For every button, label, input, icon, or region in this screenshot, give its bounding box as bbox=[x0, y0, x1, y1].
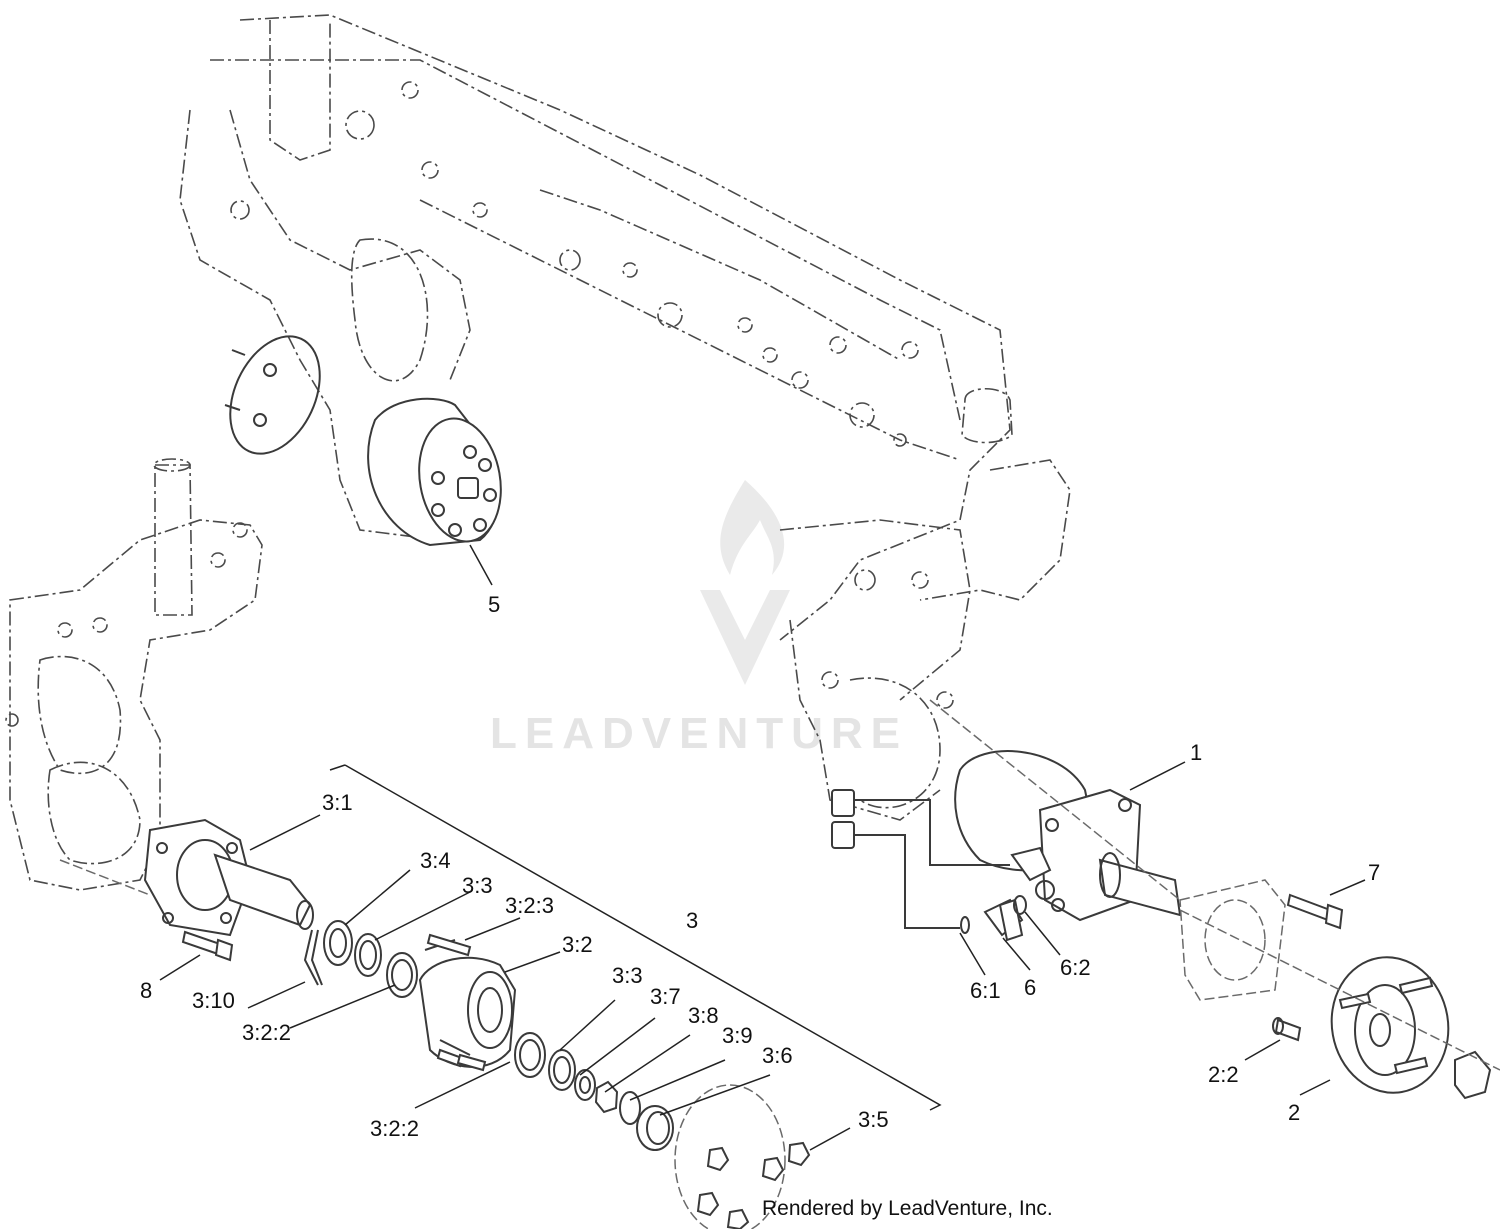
stud-2-2 bbox=[1272, 1017, 1302, 1042]
callout-6-1: 6:1 bbox=[970, 978, 1001, 1003]
left-hub-phantom bbox=[224, 335, 321, 455]
callout-3: 3 bbox=[686, 908, 698, 933]
bearing-race-3-2-2-outer bbox=[514, 1032, 546, 1078]
callout-3-3-lower: 3:3 bbox=[612, 963, 643, 988]
axle-frame bbox=[179, 14, 1071, 821]
nut-3-8 bbox=[594, 1080, 619, 1114]
wheel-stud-3-2-3 bbox=[426, 933, 487, 1072]
callout-6-2: 6:2 bbox=[1060, 955, 1091, 980]
callout-3-3-upper: 3:3 bbox=[462, 873, 493, 898]
callout-3-2-2-lower: 3:2:2 bbox=[370, 1116, 419, 1141]
bearing-race-3-2-2-inner bbox=[386, 952, 418, 998]
callout-3-2-2-upper: 3:2:2 bbox=[242, 1020, 291, 1045]
lug-nuts-3-5 bbox=[674, 1084, 811, 1229]
callout-3-9: 3:9 bbox=[722, 1023, 753, 1048]
seal-3-4 bbox=[323, 920, 353, 966]
spindle-3-1 bbox=[143, 818, 314, 937]
callout-3-1: 3:1 bbox=[322, 790, 353, 815]
bearing-3-3-inner bbox=[354, 933, 382, 977]
watermark-logo bbox=[700, 480, 790, 685]
bearing-3-3-outer bbox=[548, 1049, 576, 1091]
hub-2 bbox=[1330, 956, 1450, 1094]
watermark-text: LEADVENTURE bbox=[490, 709, 908, 758]
callout-3-7: 3:7 bbox=[650, 984, 681, 1009]
callout-3-4: 3:4 bbox=[420, 848, 451, 873]
callout-3-2: 3:2 bbox=[562, 932, 593, 957]
bolt-7 bbox=[1286, 893, 1344, 930]
left-steering-knuckle bbox=[5, 458, 263, 891]
callout-1: 1 bbox=[1190, 740, 1202, 765]
callout-3-6: 3:6 bbox=[762, 1043, 793, 1068]
render-credit: Rendered by LeadVenture, Inc. bbox=[762, 1197, 1053, 1220]
dust-cap-3-6 bbox=[636, 1105, 674, 1151]
callout-labels: 1 2 2:2 3 3:1 3:2 3:2:2 3:2:2 3:2:3 3:3 … bbox=[140, 592, 1380, 1141]
hydraulic-motor-5 bbox=[367, 397, 502, 547]
hub-3-2 bbox=[418, 939, 517, 1068]
hydraulic-motor-1 bbox=[954, 750, 1182, 922]
callout-3-10: 3:10 bbox=[192, 988, 235, 1013]
callout-2-2: 2:2 bbox=[1208, 1062, 1239, 1087]
hub-nut bbox=[1454, 1050, 1492, 1100]
adapter-plate-phantom bbox=[1179, 879, 1286, 1001]
cotter-pin-3-10 bbox=[303, 929, 323, 986]
leader-lines bbox=[59, 544, 1500, 1151]
fitting-6 bbox=[960, 846, 1052, 942]
callout-3-2-3: 3:2:3 bbox=[505, 893, 554, 918]
callout-3-8: 3:8 bbox=[688, 1003, 719, 1028]
callout-6: 6 bbox=[1024, 975, 1036, 1000]
callout-2: 2 bbox=[1288, 1100, 1300, 1125]
washer-3-7 bbox=[574, 1069, 596, 1101]
hose-fittings bbox=[831, 789, 1010, 929]
callout-7: 7 bbox=[1368, 860, 1380, 885]
callout-8: 8 bbox=[140, 978, 152, 1003]
callout-3-5: 3:5 bbox=[858, 1107, 889, 1132]
retainer-3-9 bbox=[619, 1091, 641, 1125]
bolt-8 bbox=[181, 930, 234, 962]
callout-5: 5 bbox=[488, 592, 500, 617]
